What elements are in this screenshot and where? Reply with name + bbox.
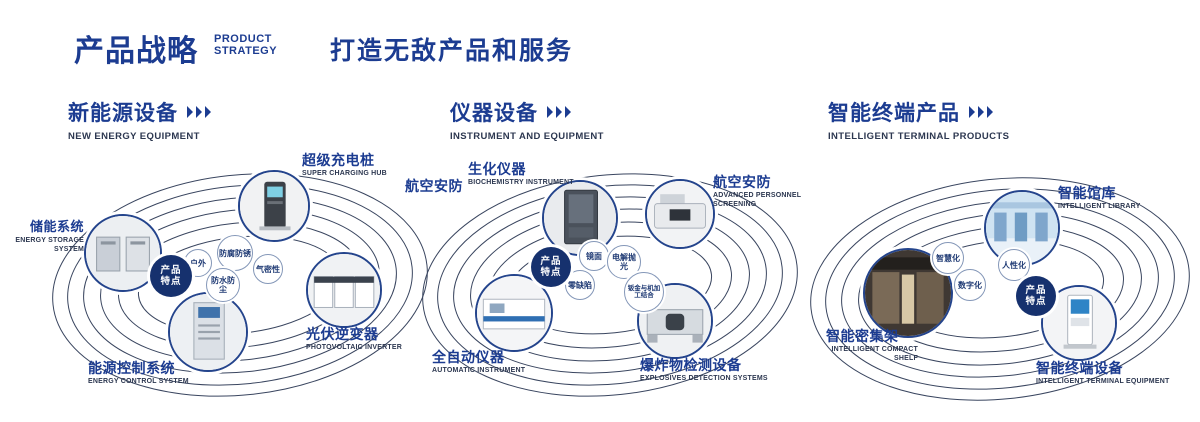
product-features-badge: 产品 特点 xyxy=(1016,276,1056,316)
feature-bubble: 零缺陷 xyxy=(565,270,595,300)
page-title: 产品战略 xyxy=(74,35,198,68)
super-charging-hub-photo xyxy=(238,170,310,242)
page-title-en-line2: STRATEGY xyxy=(214,45,278,57)
feature-bubble: 数字化 xyxy=(954,269,986,301)
page-title-en: PRODUCT STRATEGY xyxy=(214,33,277,57)
orbit-rings-new-energy xyxy=(52,173,428,397)
product-label-energy-control: 能源控制系统 ENERGY CONTROL SYSTEM xyxy=(88,360,189,385)
product-label-biochemistry: 生化仪器 BIOCHEMISTRY INSTRUMENT xyxy=(468,161,574,186)
product-label-pv-inverter: 光伏逆变器 PHOTOVOLTAIC INVERTER xyxy=(306,326,402,351)
product-features-badge: 产品 特点 xyxy=(150,255,192,297)
product-label-personnel-screening: 航空安防 ADVANCED PERSONNEL SCREENING xyxy=(713,174,802,208)
chevrons-icon xyxy=(187,106,211,118)
chevrons-icon xyxy=(547,106,571,118)
aviation-security-label: 航空安防 xyxy=(405,178,463,194)
pv-inverter-photo xyxy=(306,252,382,328)
energy-storage-photo xyxy=(84,214,162,292)
section-title-en: INSTRUMENT AND EQUIPMENT xyxy=(450,131,604,142)
section-title-en: INTELLIGENT TERMINAL PRODUCTS xyxy=(828,131,1010,142)
section-title-cn: 仪器设备 xyxy=(450,102,538,125)
biochemistry-instrument-photo xyxy=(542,180,618,256)
section-title-cn: 新能源设备 xyxy=(68,102,178,125)
section-title-new-energy: 新能源设备 NEW ENERGY EQUIPMENT xyxy=(68,97,217,142)
feature-bubble: 气密性 xyxy=(253,254,283,284)
product-features-badge: 产品 特点 xyxy=(531,247,571,287)
product-label-intelligent-compact-shelf: 智能密集架 INTELLIGENT COMPACT SHELF xyxy=(826,328,918,362)
section-title-cn: 智能终端产品 xyxy=(828,102,960,125)
feature-bubble: 钣金与机加工结合 xyxy=(624,272,664,312)
automatic-instrument-photo xyxy=(475,274,553,352)
page-title-en-line1: PRODUCT xyxy=(214,33,272,45)
personnel-screening-photo xyxy=(645,179,715,249)
feature-bubble: 智慧化 xyxy=(932,242,964,274)
product-label-intelligent-terminal-equipment: 智能终端设备 INTELLIGENT TERMINAL EQUIPMENT xyxy=(1036,360,1170,385)
section-title-en: NEW ENERGY EQUIPMENT xyxy=(68,131,200,142)
feature-bubble: 镜面 xyxy=(579,241,609,271)
product-label-automatic-instrument: 全自动仪器 AUTOMATIC INSTRUMENT xyxy=(432,349,526,374)
product-label-energy-storage: 储能系统 ENERGY STORAGE SYSTEM xyxy=(15,219,84,253)
energy-control-photo xyxy=(168,292,248,372)
section-title-instrument: 仪器设备 INSTRUMENT AND EQUIPMENT xyxy=(450,97,604,142)
feature-bubble: 防水防尘 xyxy=(206,268,240,302)
product-label-intelligent-library: 智能馆库 INTELLIGENT LIBRARY xyxy=(1058,185,1141,210)
intelligent-compact-shelf-photo xyxy=(863,248,953,338)
feature-bubble: 人性化 xyxy=(998,249,1030,281)
feature-bubble: 防腐防锈 xyxy=(217,235,253,271)
chevrons-icon xyxy=(969,106,993,118)
section-title-intelligent-terminal: 智能终端产品 INTELLIGENT TERMINAL PRODUCTS xyxy=(828,97,1009,142)
product-label-explosives-detection: 爆炸物检测设备 EXPLOSIVES DETECTION SYSTEMS xyxy=(640,357,768,382)
slogan: 打造无敌产品和服务 xyxy=(330,37,574,65)
product-label-super-charging-hub: 超级充电桩 SUPER CHARGING HUB xyxy=(302,152,387,177)
